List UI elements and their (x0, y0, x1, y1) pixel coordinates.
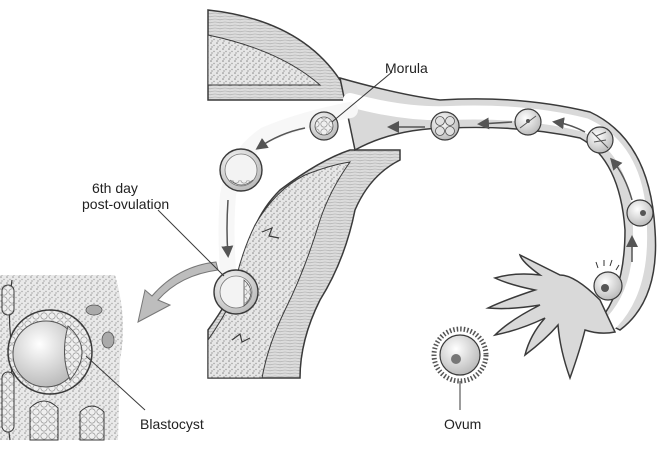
embryo-stages (213, 108, 654, 315)
label-blastocyst: Blastocyst (140, 416, 204, 432)
uterine-wall-lower (207, 149, 401, 379)
four-cell-stage (430, 111, 460, 141)
ovum (431, 326, 489, 410)
two-cell-stage (514, 108, 542, 136)
early-blastocyst-stage (219, 148, 263, 192)
label-day-line2: post-ovulation (82, 196, 170, 212)
fallopian-tube (339, 76, 657, 331)
label-day-line1: 6th day (92, 180, 138, 196)
magnify-arrow (137, 261, 219, 323)
uterine-glands (1, 284, 105, 441)
fimbriae (485, 253, 617, 381)
gland-lumen (85, 304, 103, 316)
cleavage-stage-1 (586, 126, 614, 154)
zygote-stage (593, 259, 623, 301)
pronuclear-stage (626, 199, 654, 227)
transport-arrows (221, 117, 638, 262)
label-morula: Morula (385, 60, 428, 76)
implantation-inset (0, 275, 124, 441)
blastocyst-magnified (7, 309, 93, 395)
gland-lumen (101, 331, 115, 349)
morula-stage (309, 111, 339, 141)
leader-lines (85, 71, 393, 411)
implanting-blastocyst (213, 269, 259, 315)
label-ovum: Ovum (444, 416, 482, 432)
